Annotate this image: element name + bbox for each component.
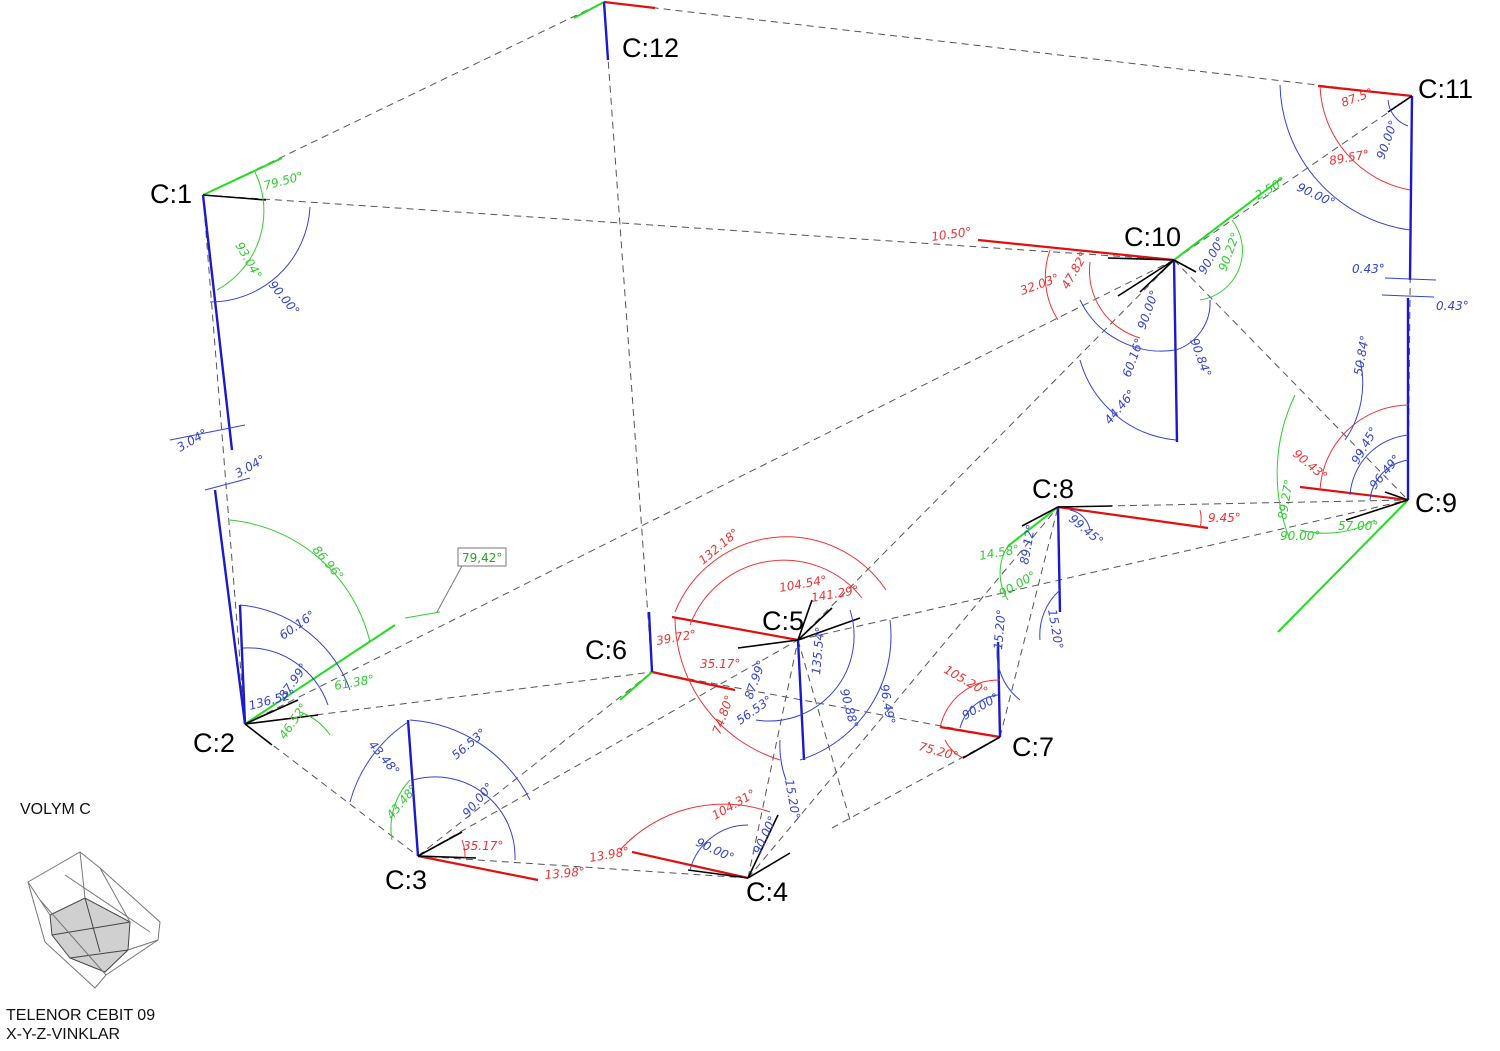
node-label-c11: C:11 <box>1418 74 1473 104</box>
node-label-c6: C:6 <box>585 635 627 665</box>
blue-angle-label: 89.12° <box>1017 523 1038 565</box>
blue-angle-label: 90.00° <box>750 814 780 856</box>
angle-labels: 90.00°3.04°3.04°60.16°87.99°136.52°43.48… <box>175 85 1469 882</box>
green-angle-label: 89.27° <box>1275 478 1296 520</box>
red-angle-label: 89.57° <box>1328 147 1370 168</box>
green-angle-label: 79.50° <box>262 169 305 193</box>
volume-thumbnail <box>27 851 161 989</box>
green-angle-label: 14.58° <box>978 542 1020 563</box>
node-label-c4: C:4 <box>746 877 788 907</box>
green-angle-label: 2.50° <box>1253 174 1288 202</box>
red-angle-label: 35.17° <box>463 839 503 853</box>
red-angle-label: 75.20° <box>917 739 960 763</box>
caption-line-2: X-Y-Z-VINKLAR <box>6 1026 121 1043</box>
red-angle-label: 105.20° <box>942 662 991 698</box>
blue-angle-label: 90.00° <box>1295 180 1337 210</box>
blue-angle-label: 15.20° <box>782 778 803 820</box>
dimension-arcs <box>169 84 1437 871</box>
blue-angle-label: 60.16° <box>277 608 318 643</box>
blue-angle-label: 0.43° <box>1436 299 1469 313</box>
callout-angle-label: 79,42° <box>462 551 502 565</box>
node-label-c8: C:8 <box>1032 474 1074 504</box>
blue-angle-label: 3.04° <box>175 426 210 454</box>
blue-angle-label: 90.88° <box>837 687 861 730</box>
blue-angle-label: 99.45° <box>1348 425 1380 467</box>
green-angle-label: 90.00° <box>1280 529 1320 543</box>
blue-angle-label: 99.45° <box>1066 512 1106 549</box>
red-angle-label: 90.43° <box>1290 447 1330 484</box>
green-angle-label: 57.00° <box>1338 519 1378 533</box>
caption-line-1: TELENOR CEBIT 09 <box>6 1007 156 1024</box>
green-angle-label: 61.38° <box>333 672 375 693</box>
blue-angle-label: 3.04° <box>233 452 268 480</box>
blue-angle-label: 0.43° <box>1352 262 1385 276</box>
blue-angle-label: 15.20° <box>991 609 1008 650</box>
node-label-c3: C:3 <box>385 865 427 895</box>
blue-angle-label: 50.84° <box>1351 334 1372 376</box>
blue-angle-label: 90.00° <box>266 278 303 318</box>
blue-angle-label: 136.52° <box>247 687 297 713</box>
node-label-c9: C:9 <box>1415 488 1457 518</box>
blue-angle-label: 96.49° <box>1367 452 1404 492</box>
volume-title: VOLYM C <box>20 800 91 819</box>
node-label-c7: C:7 <box>1012 732 1054 762</box>
red-angle-label: 9.45° <box>1208 511 1241 525</box>
red-angle-label: 39.72° <box>655 627 697 648</box>
blue-angle-label: 90.00° <box>1374 118 1401 161</box>
red-angle-label: 35.17° <box>700 657 740 671</box>
node-label-c5: C:5 <box>762 606 804 636</box>
red-angle-label: 10.50° <box>930 224 972 243</box>
blue-angle-label: 90.84° <box>1187 336 1214 379</box>
node-label-c2: C:2 <box>193 728 235 758</box>
red-angle-label: 13.98° <box>588 844 630 865</box>
red-angle-label: 32.03° <box>1018 271 1061 298</box>
blue-angle-label: 135.54° <box>809 626 827 675</box>
blue-angle-label: 96.49° <box>877 683 898 725</box>
volume-title-text: VOLYM C <box>20 801 91 818</box>
green-angle-label: 86.96° <box>310 543 347 583</box>
drawing-caption: TELENOR CEBIT 09 X-Y-Z-VINKLAR <box>6 1006 155 1044</box>
red-angle-label: 74.80° <box>710 693 737 736</box>
blue-angle-label: 90.00° <box>1135 288 1162 331</box>
blue-angle-label: 90.00° <box>694 835 736 865</box>
red-angle-label: 47.82° <box>1058 250 1090 292</box>
angle-callout: 79,42° <box>436 547 507 613</box>
node-labels: C:1C:2C:3 C:4 C:5C:6C:7 C:8 C:9 C:10 C:11 C:12 <box>150 33 1473 907</box>
node-label-c1: C:1 <box>150 179 192 209</box>
node-label-c10: C:10 <box>1124 222 1181 252</box>
blue-angle-label: 56.53° <box>449 726 489 763</box>
node-label-c12: C:12 <box>622 33 679 63</box>
red-angle-label: 13.98° <box>544 865 585 882</box>
blue-angle-label: 15.20° <box>1045 608 1066 650</box>
red-angle-label: 132.18° <box>696 526 742 568</box>
